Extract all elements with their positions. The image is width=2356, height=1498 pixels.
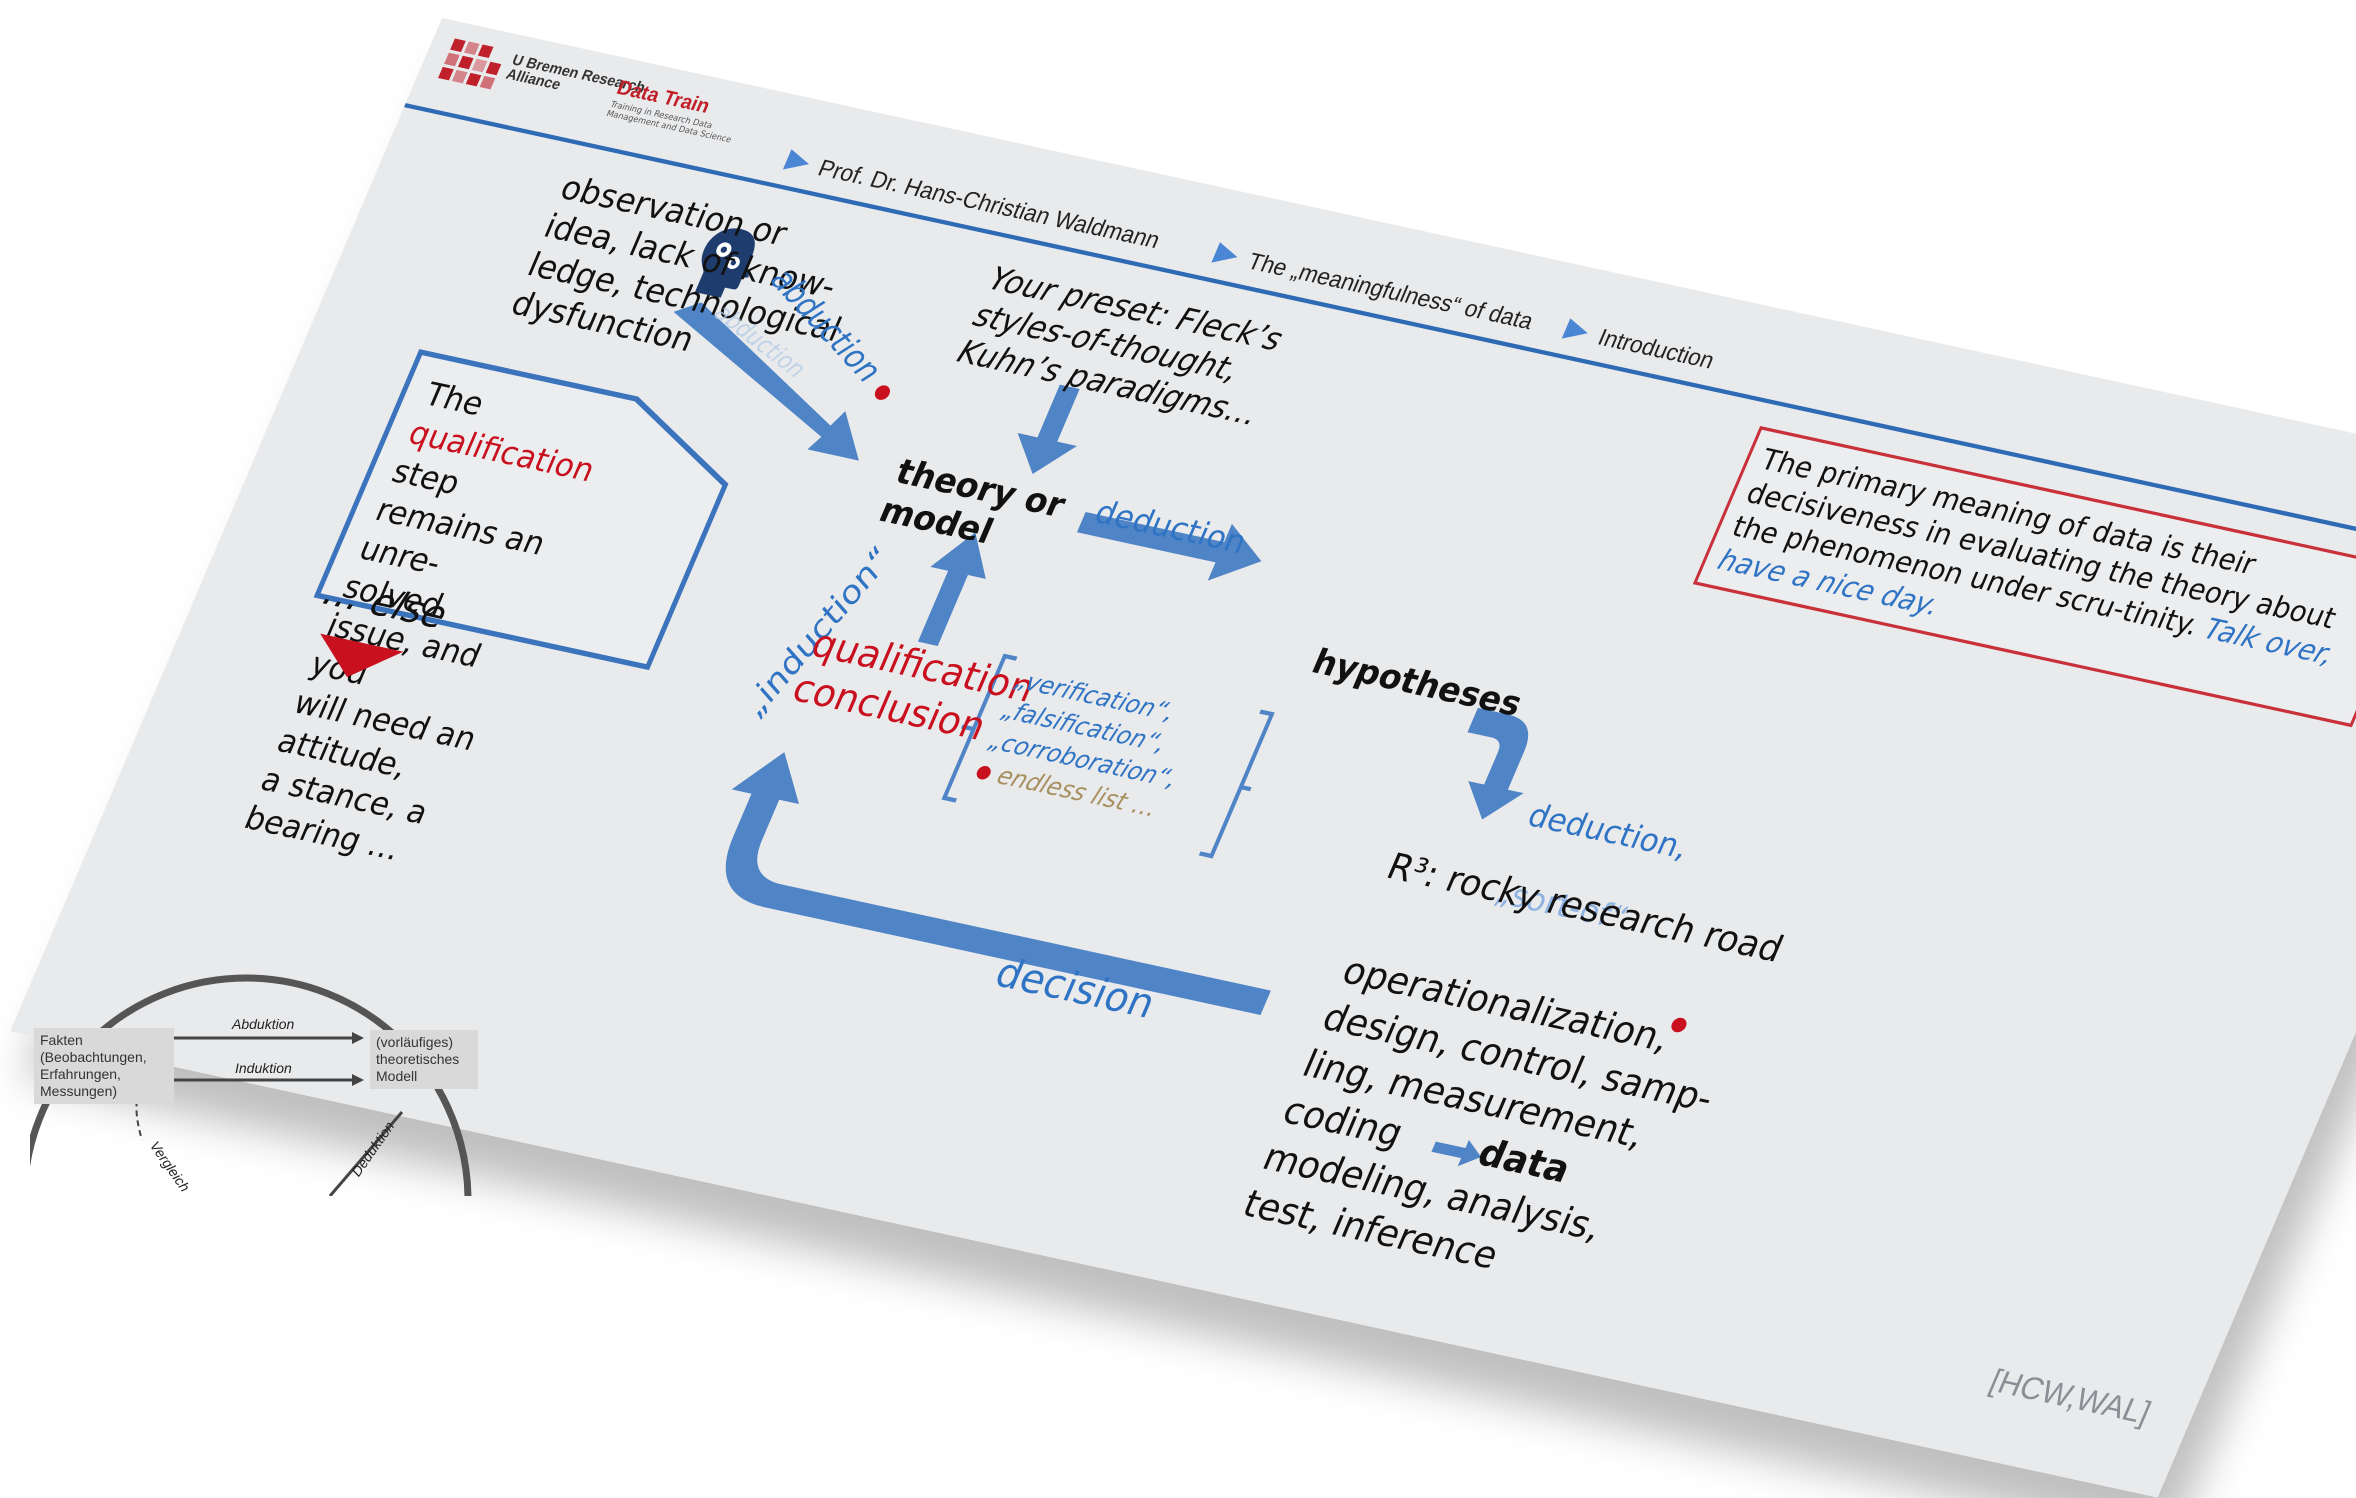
deduction-arrow [1076,512,1262,581]
preset-arrow [1017,384,1080,474]
data-arrow [1431,1139,1482,1167]
qualification-box-outline [313,349,729,671]
flow-arrows [313,302,1529,1167]
deduction-sortof-line1: deduction, [1522,797,1695,867]
hypotheses-down-arrow [1467,707,1529,820]
qualification-up-arrow [917,532,986,646]
abduction-cycle-diagram: Fakten (Beobachtungen, Erfahrungen, Mess… [30,900,490,1196]
induktion-label: Induktion [235,1060,292,1076]
abduction-arrow [673,302,859,461]
slide: U Bremen Research Alliance Data Train Tr… [10,18,2356,1498]
head-gears-icon [682,221,776,306]
facts-box: Fakten (Beobachtungen, Erfahrungen, Mess… [34,1028,174,1104]
list-brackets [941,653,1275,859]
decision-arrow [725,752,1271,1015]
abduktion-label: Abduktion [232,1016,295,1032]
model-box: (vorläufiges) theoretisches Modell [370,1030,478,1089]
